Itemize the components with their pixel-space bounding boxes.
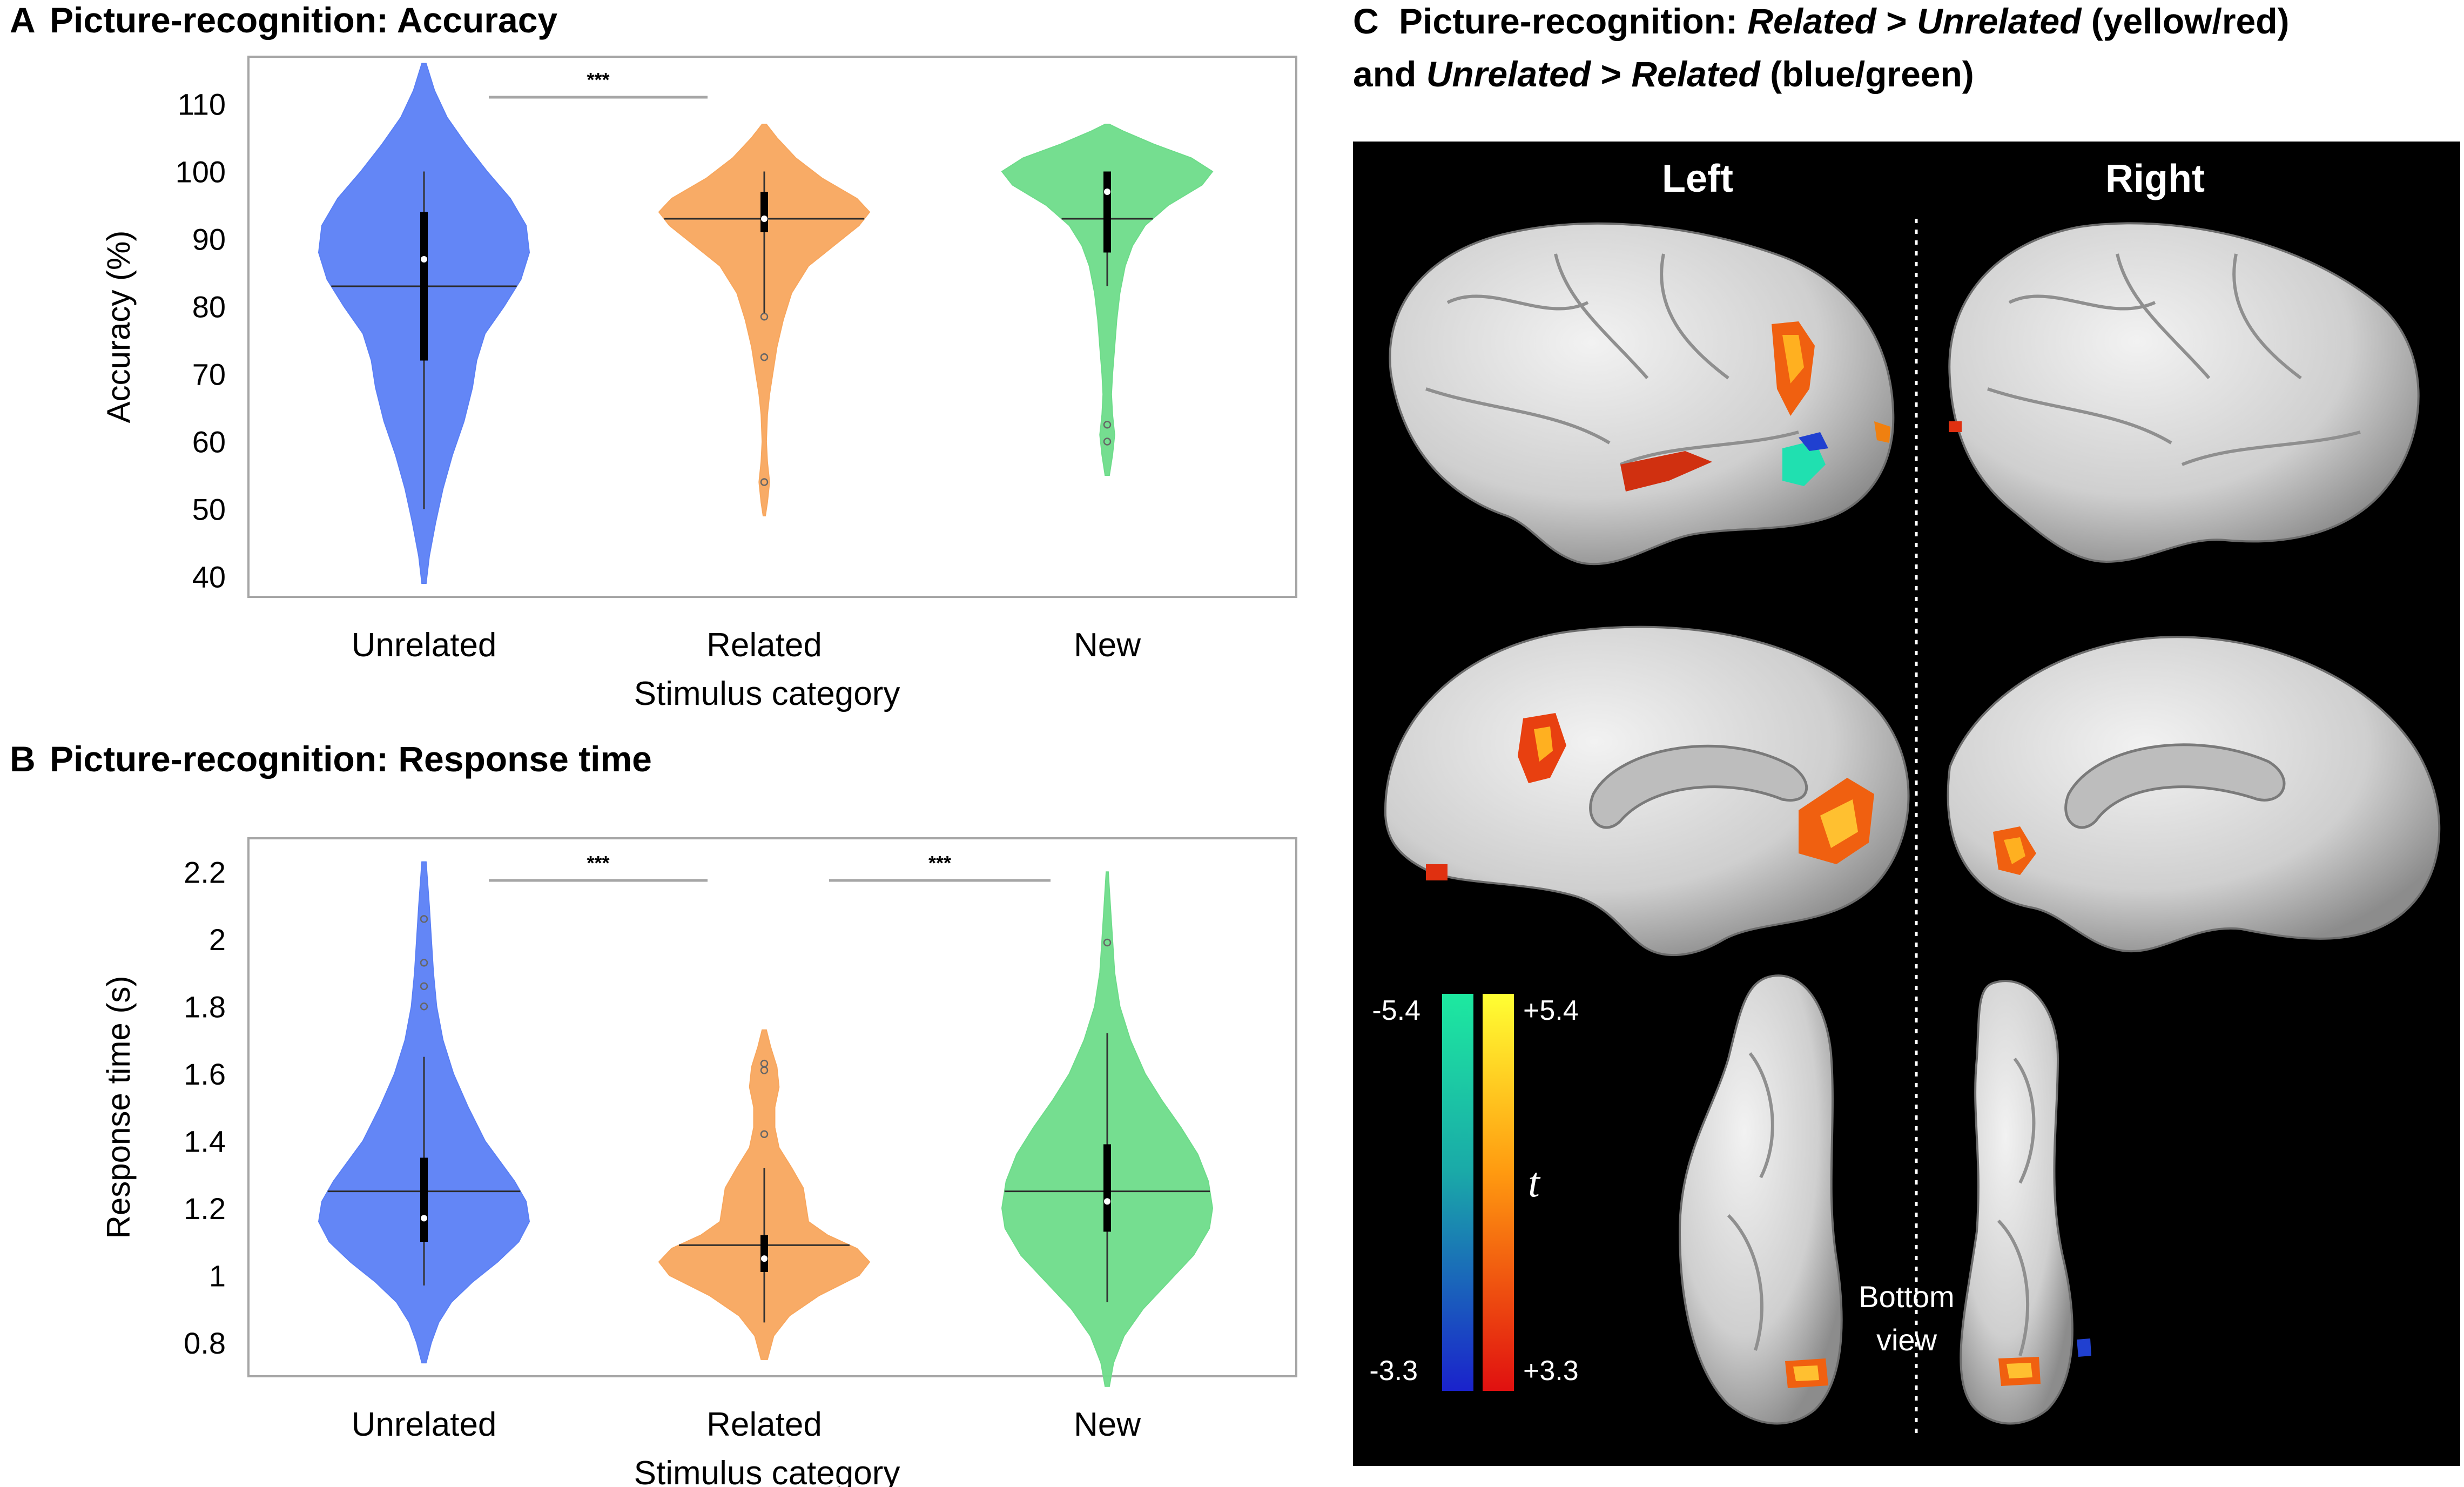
outlier-point <box>760 1130 769 1139</box>
y-tick-label: 90 <box>192 223 226 257</box>
title-suffix: (blue/green) <box>1760 54 1974 94</box>
panel-b-letter: B <box>10 739 36 779</box>
violin-new <box>1001 124 1214 476</box>
plot-frame <box>247 837 1297 1377</box>
outlier-point <box>420 1002 428 1011</box>
outlier-point <box>1103 438 1112 446</box>
iqr-box <box>420 212 428 361</box>
colorbar-negative <box>1442 994 1473 1391</box>
panel-b: B Picture-recognition: Response time 0.8… <box>10 739 1297 1487</box>
x-axis-label: Stimulus category <box>634 675 900 712</box>
median-marker <box>761 216 768 222</box>
colorbar-neg-min: -3.3 <box>1369 1355 1418 1387</box>
x-tick-label: Related <box>706 627 822 664</box>
colorbar-positive <box>1483 994 1514 1391</box>
x-tick-label: Related <box>706 1406 822 1443</box>
outlier-point <box>760 478 769 486</box>
right-hemisphere-label: Right <box>2105 157 2205 200</box>
median-marker <box>1104 1198 1110 1205</box>
y-tick-label: 0.8 <box>184 1326 226 1360</box>
colorbar: -5.4 -3.3 +5.4 +3.3 t <box>1369 994 1579 1391</box>
median-marker <box>421 1215 427 1222</box>
median-marker <box>421 256 427 263</box>
panel-b-title: Picture-recognition: Response time <box>50 739 652 779</box>
brain-left-medial <box>1384 625 1910 957</box>
brain-left-lateral <box>1389 222 1895 566</box>
colorbar-t-symbol: t <box>1528 1159 1541 1206</box>
iqr-box <box>760 192 768 232</box>
title-unrelated: Unrelated <box>1917 1 2082 41</box>
panel-a: A Picture-recognition: Accuracy 40 50 60 70… <box>10 0 1297 712</box>
y-tick-label: 70 <box>192 358 226 392</box>
y-tick-label: 110 <box>178 88 226 122</box>
plot-frame <box>247 56 1297 598</box>
y-tick-label: 1.6 <box>184 1057 226 1091</box>
title-text: Picture-recognition: <box>1399 1 1747 41</box>
title-unrelated: Unrelated <box>1426 54 1592 94</box>
colorbar-neg-max: -5.4 <box>1372 995 1420 1026</box>
significance-label: *** <box>587 852 609 874</box>
y-tick-label: 1.2 <box>184 1192 226 1226</box>
median-marker <box>761 1255 768 1262</box>
y-axis-label: Response time (s) <box>100 976 137 1239</box>
x-tick-label: New <box>1074 1406 1141 1443</box>
bottom-view-label-1: Bottom <box>1859 1280 1954 1314</box>
panel-c: C Picture-recognition: Related > Unrelat… <box>1353 1 2460 1466</box>
iqr-box <box>1103 1144 1111 1232</box>
panel-c-title-line1: Picture-recognition: Related > Unrelated… <box>1399 1 2290 41</box>
x-tick-label: New <box>1074 627 1141 664</box>
y-tick-label: 50 <box>192 493 226 527</box>
title-gt: > <box>1591 54 1631 94</box>
outlier-point <box>760 1059 769 1068</box>
y-tick-label: 1.8 <box>184 990 226 1024</box>
y-tick-label: 2 <box>209 923 226 957</box>
iqr-box <box>760 1235 768 1273</box>
panel-c-letter: C <box>1353 1 1379 41</box>
left-hemisphere-label: Left <box>1662 157 1733 200</box>
y-tick-label: 60 <box>192 425 226 459</box>
x-axis-label: Stimulus category <box>634 1455 900 1487</box>
median-marker <box>1104 189 1110 195</box>
outlier-point <box>1103 938 1112 947</box>
panel-a-title: Picture-recognition: Accuracy <box>50 0 557 40</box>
outlier-point <box>760 353 769 361</box>
title-gt: > <box>1876 1 1917 41</box>
iqr-box <box>1103 171 1111 253</box>
y-tick-label: 1 <box>209 1259 226 1293</box>
title-suffix: (yellow/red) <box>2081 1 2289 41</box>
significance-label: *** <box>587 69 609 91</box>
x-tick-label: Unrelated <box>352 627 497 664</box>
significance-label: *** <box>928 852 951 874</box>
iqr-box <box>420 1158 428 1242</box>
y-axis-label: Accuracy (%) <box>100 231 137 423</box>
bottom-view-label-2: view <box>1876 1323 1937 1357</box>
title-related: Related <box>1631 54 1761 94</box>
y-tick-label: 40 <box>192 560 226 594</box>
brain-right-bottom <box>1960 980 2091 1425</box>
brain-left-bottom <box>1678 974 1843 1425</box>
outlier-point <box>1103 421 1112 429</box>
x-tick-label: Unrelated <box>352 1406 497 1443</box>
panel-a-letter: A <box>10 0 36 40</box>
y-tick-label: 2.2 <box>184 855 226 889</box>
panel-c-title-line2: and Unrelated > Related (blue/green) <box>1353 54 1974 94</box>
title-text: and <box>1353 54 1426 94</box>
title-related: Related <box>1747 1 1877 41</box>
outlier-point <box>420 982 428 991</box>
brain-right-lateral <box>1948 222 2420 563</box>
y-tick-label: 100 <box>176 155 226 189</box>
brain-right-medial <box>1947 636 2441 953</box>
colorbar-pos-max: +5.4 <box>1523 995 1579 1026</box>
outlier-point <box>760 313 769 321</box>
outlier-point <box>420 915 428 923</box>
colorbar-pos-min: +3.3 <box>1523 1355 1579 1387</box>
outlier-point <box>420 959 428 967</box>
y-tick-label: 1.4 <box>184 1124 226 1158</box>
y-tick-label: 80 <box>192 290 226 324</box>
